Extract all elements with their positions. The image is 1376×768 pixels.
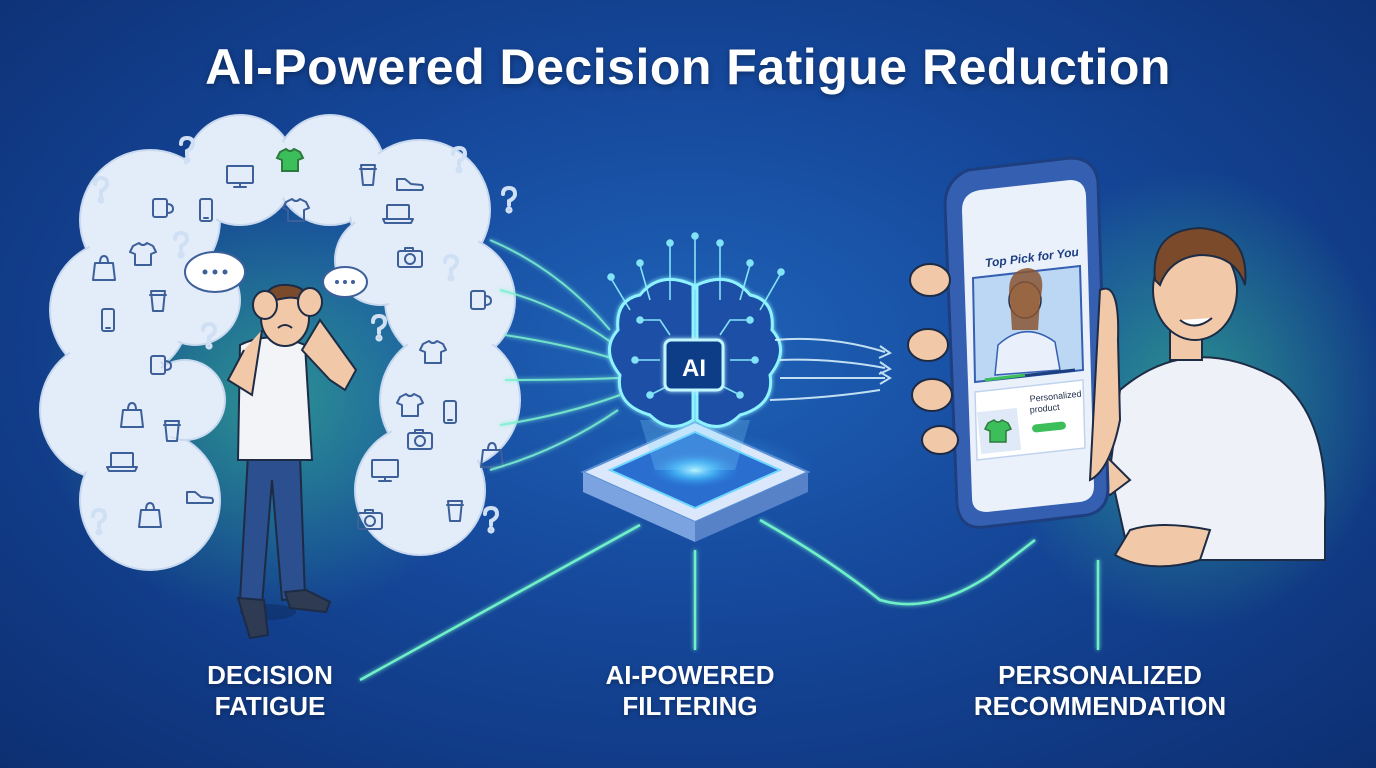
smartphone: Top Pick for You Personalized product: [943, 156, 1110, 529]
hand: [907, 263, 1122, 482]
stage-label-personalized-recommendation: PERSONALIZED RECOMMENDATION: [940, 660, 1260, 722]
happy-person: [1095, 226, 1327, 568]
stage-label-ai-filtering: AI-POWERED FILTERING: [570, 660, 810, 722]
stage-label-line2: FILTERING: [622, 691, 758, 721]
page-title: AI-Powered Decision Fatigue Reduction: [205, 39, 1171, 95]
stage-label-line2: RECOMMENDATION: [973, 691, 1227, 721]
connector-lines: [359, 518, 1100, 682]
product-caption-line2: product: [1029, 402, 1060, 415]
stage-label-decision-fatigue: DECISION FATIGUE: [170, 660, 370, 722]
stage-label-line1: DECISION: [207, 660, 333, 690]
flow-lines-out: [769, 337, 893, 401]
stage-label-line2: FATIGUE: [214, 691, 326, 721]
flow-lines-in: [489, 239, 621, 471]
chip-label: AI: [682, 355, 706, 382]
speech-bubble-icon: [184, 251, 368, 298]
stage-label-line1: PERSONALIZED: [998, 660, 1202, 690]
ai-brain-chip: AI: [575, 232, 815, 542]
stage-label-line1: AI-POWERED: [605, 660, 775, 690]
stressed-person: [226, 283, 358, 640]
